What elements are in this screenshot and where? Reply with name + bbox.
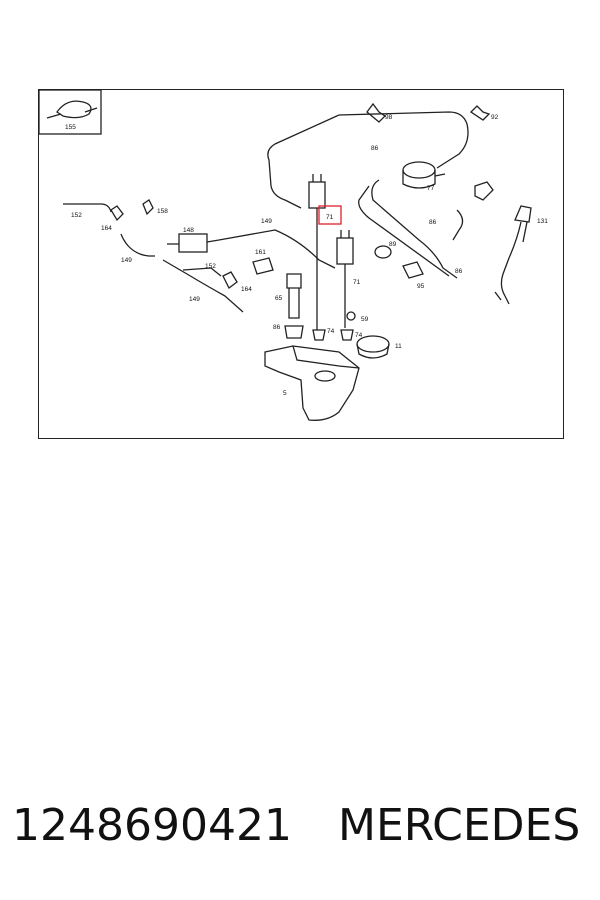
callout-89: 89 <box>389 241 397 248</box>
callout-158: 158 <box>157 208 168 215</box>
callout-92: 92 <box>491 114 499 121</box>
connector-92 <box>469 105 491 121</box>
reservoir-5 <box>264 345 360 421</box>
callout-86-mid: 86 <box>429 219 437 226</box>
check-valve-148 <box>178 233 208 253</box>
grommet-74-right <box>340 329 354 341</box>
filter-65 <box>286 273 302 319</box>
callout-77: 77 <box>427 185 435 192</box>
hose-149-lower <box>162 259 244 313</box>
callout-71-lower: 71 <box>353 279 361 286</box>
callout-149-lower: 149 <box>189 296 200 303</box>
callout-131: 131 <box>537 218 548 225</box>
highlight-box-71 <box>318 205 342 225</box>
callout-59: 59 <box>361 316 369 323</box>
callout-86-low: 86 <box>273 324 281 331</box>
callout-74-left: 74 <box>327 328 335 335</box>
callout-149-left: 149 <box>121 257 132 264</box>
callout-152-mid: 152 <box>205 263 216 270</box>
connector-98 <box>366 102 387 123</box>
hose-152-mid <box>182 267 222 277</box>
callout-148: 148 <box>183 227 194 234</box>
hose-152-left <box>63 203 112 213</box>
pump-77 <box>402 161 436 179</box>
callout-86-right: 86 <box>455 268 463 275</box>
clamp-155-shape <box>56 100 92 119</box>
connector-158 <box>142 199 154 216</box>
callout-74-right: 74 <box>355 332 363 339</box>
part-number: 1248690421 <box>12 800 292 851</box>
bracket-right <box>474 181 494 201</box>
callout-5: 5 <box>283 390 287 397</box>
callout-71-highlight: 71 <box>326 214 334 221</box>
hose-86-lower <box>371 179 458 279</box>
parts-diagram: 155 98 92 86 77 152 158 164 71 148 149 1… <box>38 89 564 439</box>
callout-95: 95 <box>417 283 425 290</box>
inset-box-155 <box>39 90 102 135</box>
grommet-74-left <box>312 329 326 341</box>
nozzle-131 <box>514 205 532 223</box>
hose-149-left <box>120 233 155 257</box>
brand-name: MERCEDES <box>338 800 581 851</box>
seal-66 <box>284 325 304 339</box>
bracket-95 <box>402 261 424 279</box>
washer-system-drawing: 155 98 92 86 77 152 158 164 71 148 149 1… <box>39 90 548 421</box>
callout-65: 65 <box>275 295 283 302</box>
callout-86-top: 86 <box>371 145 379 152</box>
connector-164-left <box>110 205 124 222</box>
callout-11: 11 <box>395 343 402 350</box>
callout-155: 155 <box>65 124 76 131</box>
plug-89 <box>374 245 392 259</box>
hose-86-upper-right <box>338 111 469 169</box>
callout-161: 161 <box>255 249 266 256</box>
clip-59 <box>346 311 356 321</box>
callout-149-mid: 149 <box>261 218 272 225</box>
clip-161 <box>252 257 274 275</box>
pump-71-lower <box>336 237 354 265</box>
callout-164-left: 164 <box>101 225 112 232</box>
pump-71-upper <box>308 181 326 209</box>
hose-149-middle <box>218 229 336 269</box>
hose-86-upper-left <box>267 114 340 209</box>
connector-164-mid <box>222 271 238 289</box>
callout-152-left: 152 <box>71 212 82 219</box>
callout-164-mid: 164 <box>241 286 252 293</box>
callout-98: 98 <box>385 114 393 121</box>
wire-131 <box>500 221 522 297</box>
